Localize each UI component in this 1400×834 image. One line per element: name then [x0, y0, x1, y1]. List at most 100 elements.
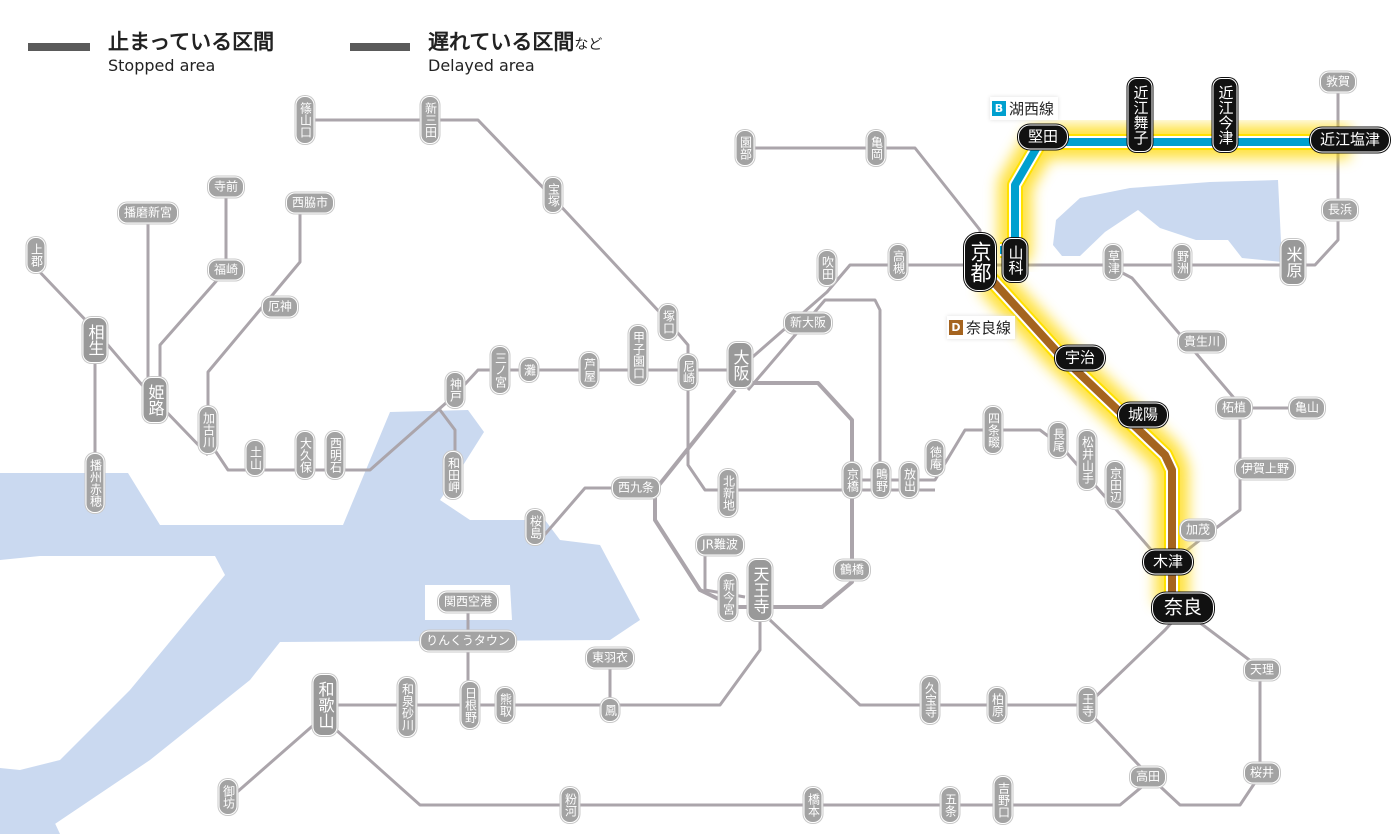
station-kokawa[interactable]: 粉河: [560, 787, 580, 823]
station-amagasaki[interactable]: 尼崎: [678, 354, 698, 390]
station-kusatsu[interactable]: 草津: [1103, 244, 1123, 280]
station-aioi[interactable]: 相生: [82, 317, 108, 363]
station-otori[interactable]: 鳳: [600, 698, 620, 722]
station-kobe[interactable]: 神戸: [445, 372, 465, 408]
station-shigino[interactable]: 鴫野: [871, 462, 891, 498]
station-shinosaka[interactable]: 新大阪: [783, 312, 833, 334]
station-kibukawa[interactable]: 貴生川: [1177, 331, 1227, 353]
station-sasayamaguchi[interactable]: 篠山口: [295, 96, 315, 144]
station-takada[interactable]: 高田: [1129, 766, 1167, 788]
station-kyoto[interactable]: 京都: [964, 233, 996, 291]
osaka-loop-line: [653, 381, 854, 609]
station-sonobe[interactable]: 園部: [735, 130, 755, 166]
station-jrnamba[interactable]: JR難波: [696, 534, 744, 556]
station-kumatori[interactable]: 熊取: [495, 687, 515, 723]
station-gojo[interactable]: 五条: [940, 787, 960, 823]
station-wadamisaki[interactable]: 和田岬: [443, 451, 463, 499]
station-nagahama[interactable]: 長浜: [1321, 199, 1359, 221]
station-maibara[interactable]: 米原: [1280, 239, 1306, 285]
station-katata[interactable]: 堅田: [1017, 124, 1069, 150]
station-ashiya[interactable]: 芦屋: [579, 352, 599, 388]
station-kamo[interactable]: 加茂: [1179, 519, 1217, 541]
legend-delayed-en: Delayed area: [428, 56, 535, 75]
station-omimaiko[interactable]: 近江舞子: [1127, 78, 1153, 152]
station-nara[interactable]: 奈良: [1151, 592, 1215, 624]
station-nada[interactable]: 灘: [519, 358, 539, 382]
station-matsuiyamate[interactable]: 松井山手: [1077, 430, 1097, 490]
station-tennoji[interactable]: 天王寺: [747, 559, 773, 621]
station-higashihagoromo[interactable]: 東羽衣: [585, 647, 635, 669]
station-gobo[interactable]: 御坊: [218, 779, 238, 815]
station-uji[interactable]: 宇治: [1054, 345, 1106, 371]
station-okubo[interactable]: 大久保: [295, 431, 315, 479]
station-tsuchiyama[interactable]: 土山: [245, 440, 265, 476]
station-kyuhoji[interactable]: 久宝寺: [920, 676, 940, 724]
station-fukusaki[interactable]: 福崎: [207, 259, 245, 281]
station-sannomiya[interactable]: 三ノ宮: [490, 346, 510, 394]
station-yoshinoguchi[interactable]: 吉野口: [993, 776, 1013, 824]
station-igaueno[interactable]: 伊賀上野: [1234, 458, 1296, 480]
station-hineno[interactable]: 日根野: [460, 681, 480, 729]
station-joyo[interactable]: 城陽: [1117, 402, 1169, 428]
station-nishiwakishi[interactable]: 西脇市: [285, 192, 335, 214]
station-shijonawate[interactable]: 四条畷: [983, 406, 1003, 454]
station-tsuge[interactable]: 柘植: [1215, 397, 1253, 419]
station-kitashinchi[interactable]: 北新地: [718, 469, 738, 517]
station-yamashina[interactable]: 山科: [1002, 238, 1028, 282]
station-tsuruhashi[interactable]: 鶴橋: [833, 559, 871, 581]
station-kyobashi[interactable]: 京橋: [842, 462, 862, 498]
station-nishiakashi[interactable]: 西明石: [325, 431, 345, 479]
sanyo-line: [34, 266, 210, 457]
station-sakurai[interactable]: 桜井: [1243, 762, 1281, 784]
legend-delayed: 遅れている区間など Delayed area: [428, 26, 602, 75]
station-izumisunagawa[interactable]: 和泉砂川: [397, 677, 417, 737]
station-osaka[interactable]: 大阪: [727, 342, 753, 388]
legend-delayed-label: 遅れている区間: [428, 30, 575, 54]
station-wakayama[interactable]: 和歌山: [312, 674, 338, 736]
station-hashimoto[interactable]: 橋本: [803, 787, 823, 823]
nara-line-badge[interactable]: D 奈良線: [947, 316, 1016, 339]
kosei-line-badge[interactable]: B 湖西線: [990, 97, 1059, 120]
station-rinkutown[interactable]: りんくうタウン: [420, 630, 516, 652]
station-tokuan[interactable]: 徳庵: [925, 440, 945, 476]
station-nagao[interactable]: 長尾: [1048, 422, 1068, 458]
station-kyotanabe[interactable]: 京田辺: [1105, 461, 1125, 509]
station-kansaiairport[interactable]: 関西空港: [437, 591, 499, 613]
gakkentoshi-line: [852, 428, 1162, 561]
station-hanaten[interactable]: 放出: [899, 462, 919, 498]
station-kakogawa[interactable]: 加古川: [198, 406, 218, 454]
station-shinsanda[interactable]: 新三田: [420, 96, 440, 144]
station-yakujin[interactable]: 厄神: [261, 296, 299, 318]
station-oji[interactable]: 王寺: [1077, 687, 1097, 723]
station-teramae[interactable]: 寺前: [207, 176, 245, 198]
station-himeji[interactable]: 姫路: [142, 377, 168, 423]
station-sakurajima[interactable]: 桜島: [525, 509, 545, 545]
legend-delayed-suffix: など: [574, 37, 603, 53]
legend-stopped-en: Stopped area: [108, 56, 216, 75]
station-shinimamiya[interactable]: 新今宮: [718, 573, 738, 621]
station-banshuako[interactable]: 播州赤穂: [85, 453, 105, 513]
station-omiimazu[interactable]: 近江今津: [1212, 78, 1238, 152]
sagano-line: [745, 146, 982, 250]
station-tsukaguchi[interactable]: 塚口: [658, 304, 678, 340]
station-tsuruga[interactable]: 敦賀: [1319, 71, 1357, 93]
station-kizu[interactable]: 木津: [1142, 549, 1194, 575]
yamatoji-line: [768, 608, 1185, 707]
station-kashiwara[interactable]: 柏原: [987, 687, 1007, 723]
kisei-line: [227, 713, 326, 802]
lake-biwa: [1053, 180, 1282, 262]
station-nishikujo[interactable]: 西九条: [611, 477, 661, 499]
station-omishiotsu[interactable]: 近江塩津: [1309, 127, 1391, 153]
station-suita[interactable]: 吹田: [817, 250, 837, 286]
station-koshienguchi[interactable]: 甲子園口: [628, 325, 648, 385]
station-kameyama[interactable]: 亀山: [1288, 397, 1326, 419]
station-yasu[interactable]: 野洲: [1172, 244, 1192, 280]
station-takarazuka[interactable]: 宝塚: [543, 177, 563, 213]
station-tenri[interactable]: 天理: [1243, 659, 1281, 681]
station-harimashingu[interactable]: 播磨新宮: [117, 202, 179, 224]
station-kameoka[interactable]: 亀岡: [866, 130, 886, 166]
station-kamigori[interactable]: 上郡: [26, 237, 46, 273]
station-takatsuki[interactable]: 高槻: [888, 244, 908, 280]
